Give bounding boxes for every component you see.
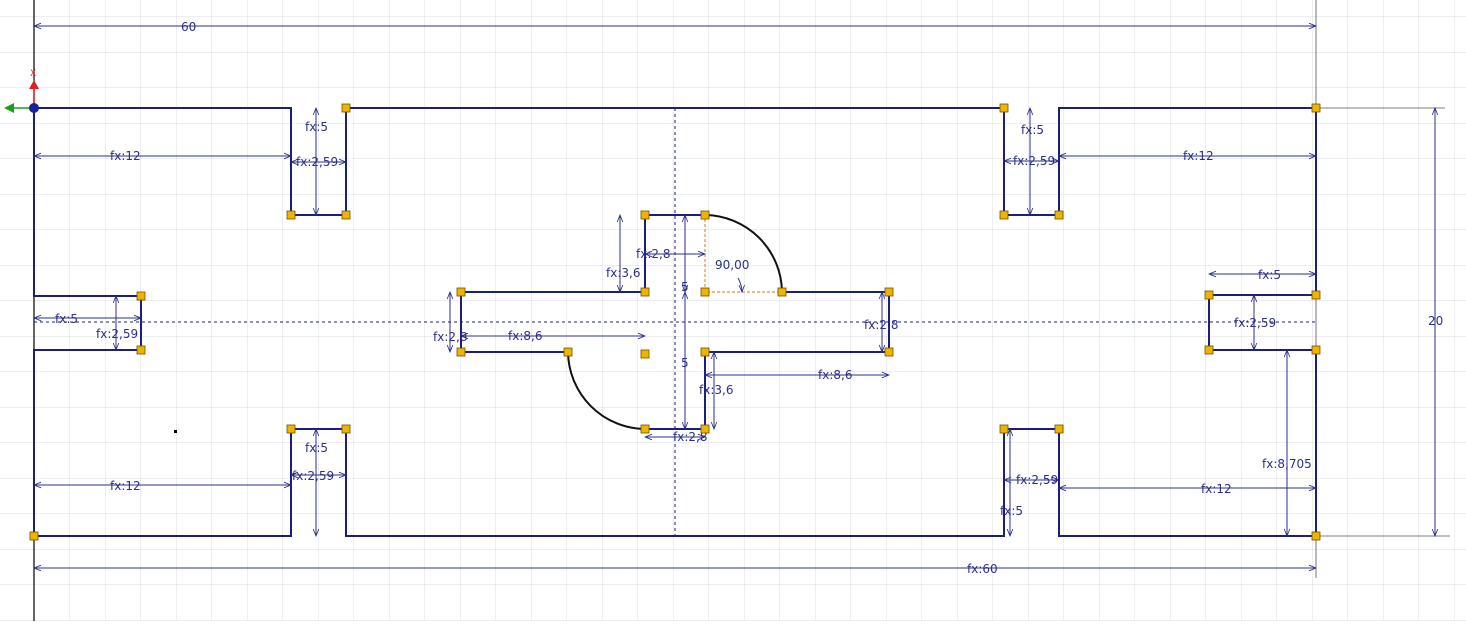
sketch-point-icon <box>640 210 650 220</box>
sketch-point-icon <box>136 345 146 355</box>
sketch-point-icon <box>136 291 146 301</box>
sketch-point-icon <box>341 424 351 434</box>
arc-lower-left <box>567 351 646 430</box>
sketch-point-icon <box>1204 345 1214 355</box>
dim-center-arm-left-w: fx:2,8 <box>433 330 467 344</box>
dim-center-upper-w: fx:2,8 <box>636 247 670 261</box>
dim-center-upper-len: fx:3,6 <box>606 266 640 280</box>
sketch-point-icon <box>999 103 1009 113</box>
dim-right-depth: fx:5 <box>1258 268 1281 282</box>
dim-center-gap-upper: 5 <box>681 280 689 294</box>
x-axis-arrow-icon <box>29 80 39 89</box>
sketch-point-icon <box>1311 290 1321 300</box>
sketch-point-icon <box>1054 424 1064 434</box>
sketch-point-icon <box>884 287 894 297</box>
sketch-point-icon <box>777 287 787 297</box>
dim-tr-width: fx:12 <box>1183 149 1214 163</box>
sketch-point-icon <box>640 424 650 434</box>
x-axis-label: X <box>30 69 36 79</box>
sketch-point-icon <box>456 347 466 357</box>
sketch-point-icon <box>341 210 351 220</box>
sketch-point-icon <box>29 531 39 541</box>
dim-angle: 90,00 <box>715 258 749 272</box>
sketch-point-icon <box>1204 290 1214 300</box>
sketch-point-icon <box>999 210 1009 220</box>
dim-tl-slot: fx:2,59 <box>296 155 338 169</box>
sketch-point-icon <box>341 103 351 113</box>
sketch-point-icon <box>286 424 296 434</box>
dim-center-arm-left-len: fx:8,6 <box>508 329 542 343</box>
dim-right-offset: fx:8,705 <box>1262 457 1312 471</box>
dim-bl-depth: fx:5 <box>305 441 328 455</box>
sketch-point-icon <box>286 210 296 220</box>
dim-br-width: fx:12 <box>1201 482 1232 496</box>
sketch-point-icon <box>1311 345 1321 355</box>
dim-center-lower-w: fx:2,8 <box>673 430 707 444</box>
sketch-point-icon <box>563 347 573 357</box>
dim-tr-slot: fx:2,59 <box>1013 154 1055 168</box>
dim-left-slot: fx:2,59 <box>96 327 138 341</box>
dim-right-height: 20 <box>1428 314 1443 328</box>
dimension-labels[interactable]: 60 fx:60 20 fx:12 fx:5 fx:2,59 fx:12 fx:… <box>55 20 1443 576</box>
arc-upper-right <box>704 214 783 293</box>
sketch-point-icon <box>640 287 650 297</box>
sketch-point-icon <box>700 287 710 297</box>
sketch-point-icon <box>884 347 894 357</box>
dim-bl-slot: fx:2,59 <box>292 469 334 483</box>
dim-br-depth: fx:5 <box>1000 504 1023 518</box>
dim-tl-width: fx:12 <box>110 149 141 163</box>
dim-center-arm-right-w: fx:2,8 <box>864 318 898 332</box>
sketch-point-icon <box>700 424 710 434</box>
dim-top-overall: 60 <box>181 20 196 34</box>
dimensions <box>34 26 1435 568</box>
dim-br-slot: fx:2,59 <box>1016 473 1058 487</box>
origin-triad[interactable]: X <box>4 69 39 113</box>
sketch-points[interactable] <box>29 103 1321 541</box>
dim-center-lower-len: fx:3,6 <box>699 383 733 397</box>
dim-bottom-overall: fx:60 <box>967 562 998 576</box>
stray-point <box>174 430 177 433</box>
dim-bl-width: fx:12 <box>110 479 141 493</box>
origin-point-icon <box>29 103 39 113</box>
dim-tr-depth: fx:5 <box>1021 123 1044 137</box>
sketch-point-icon <box>1311 103 1321 113</box>
dim-left-depth: fx:5 <box>55 312 78 326</box>
dim-right-slot: fx:2,59 <box>1234 316 1276 330</box>
sketch-point-icon <box>1054 210 1064 220</box>
dim-center-gap-lower: 5 <box>681 356 689 370</box>
sketch-point-icon <box>456 287 466 297</box>
sketch-point-icon <box>640 349 650 359</box>
y-axis-arrow-icon <box>4 103 14 113</box>
dim-center-arm-right-len: fx:8,6 <box>818 368 852 382</box>
sketch-point-icon <box>1311 531 1321 541</box>
sketch-point-icon <box>700 210 710 220</box>
sketch-point-icon <box>999 424 1009 434</box>
cross-lower-arm <box>645 291 890 430</box>
dim-tl-depth: fx:5 <box>305 120 328 134</box>
sketch-point-icon <box>700 347 710 357</box>
